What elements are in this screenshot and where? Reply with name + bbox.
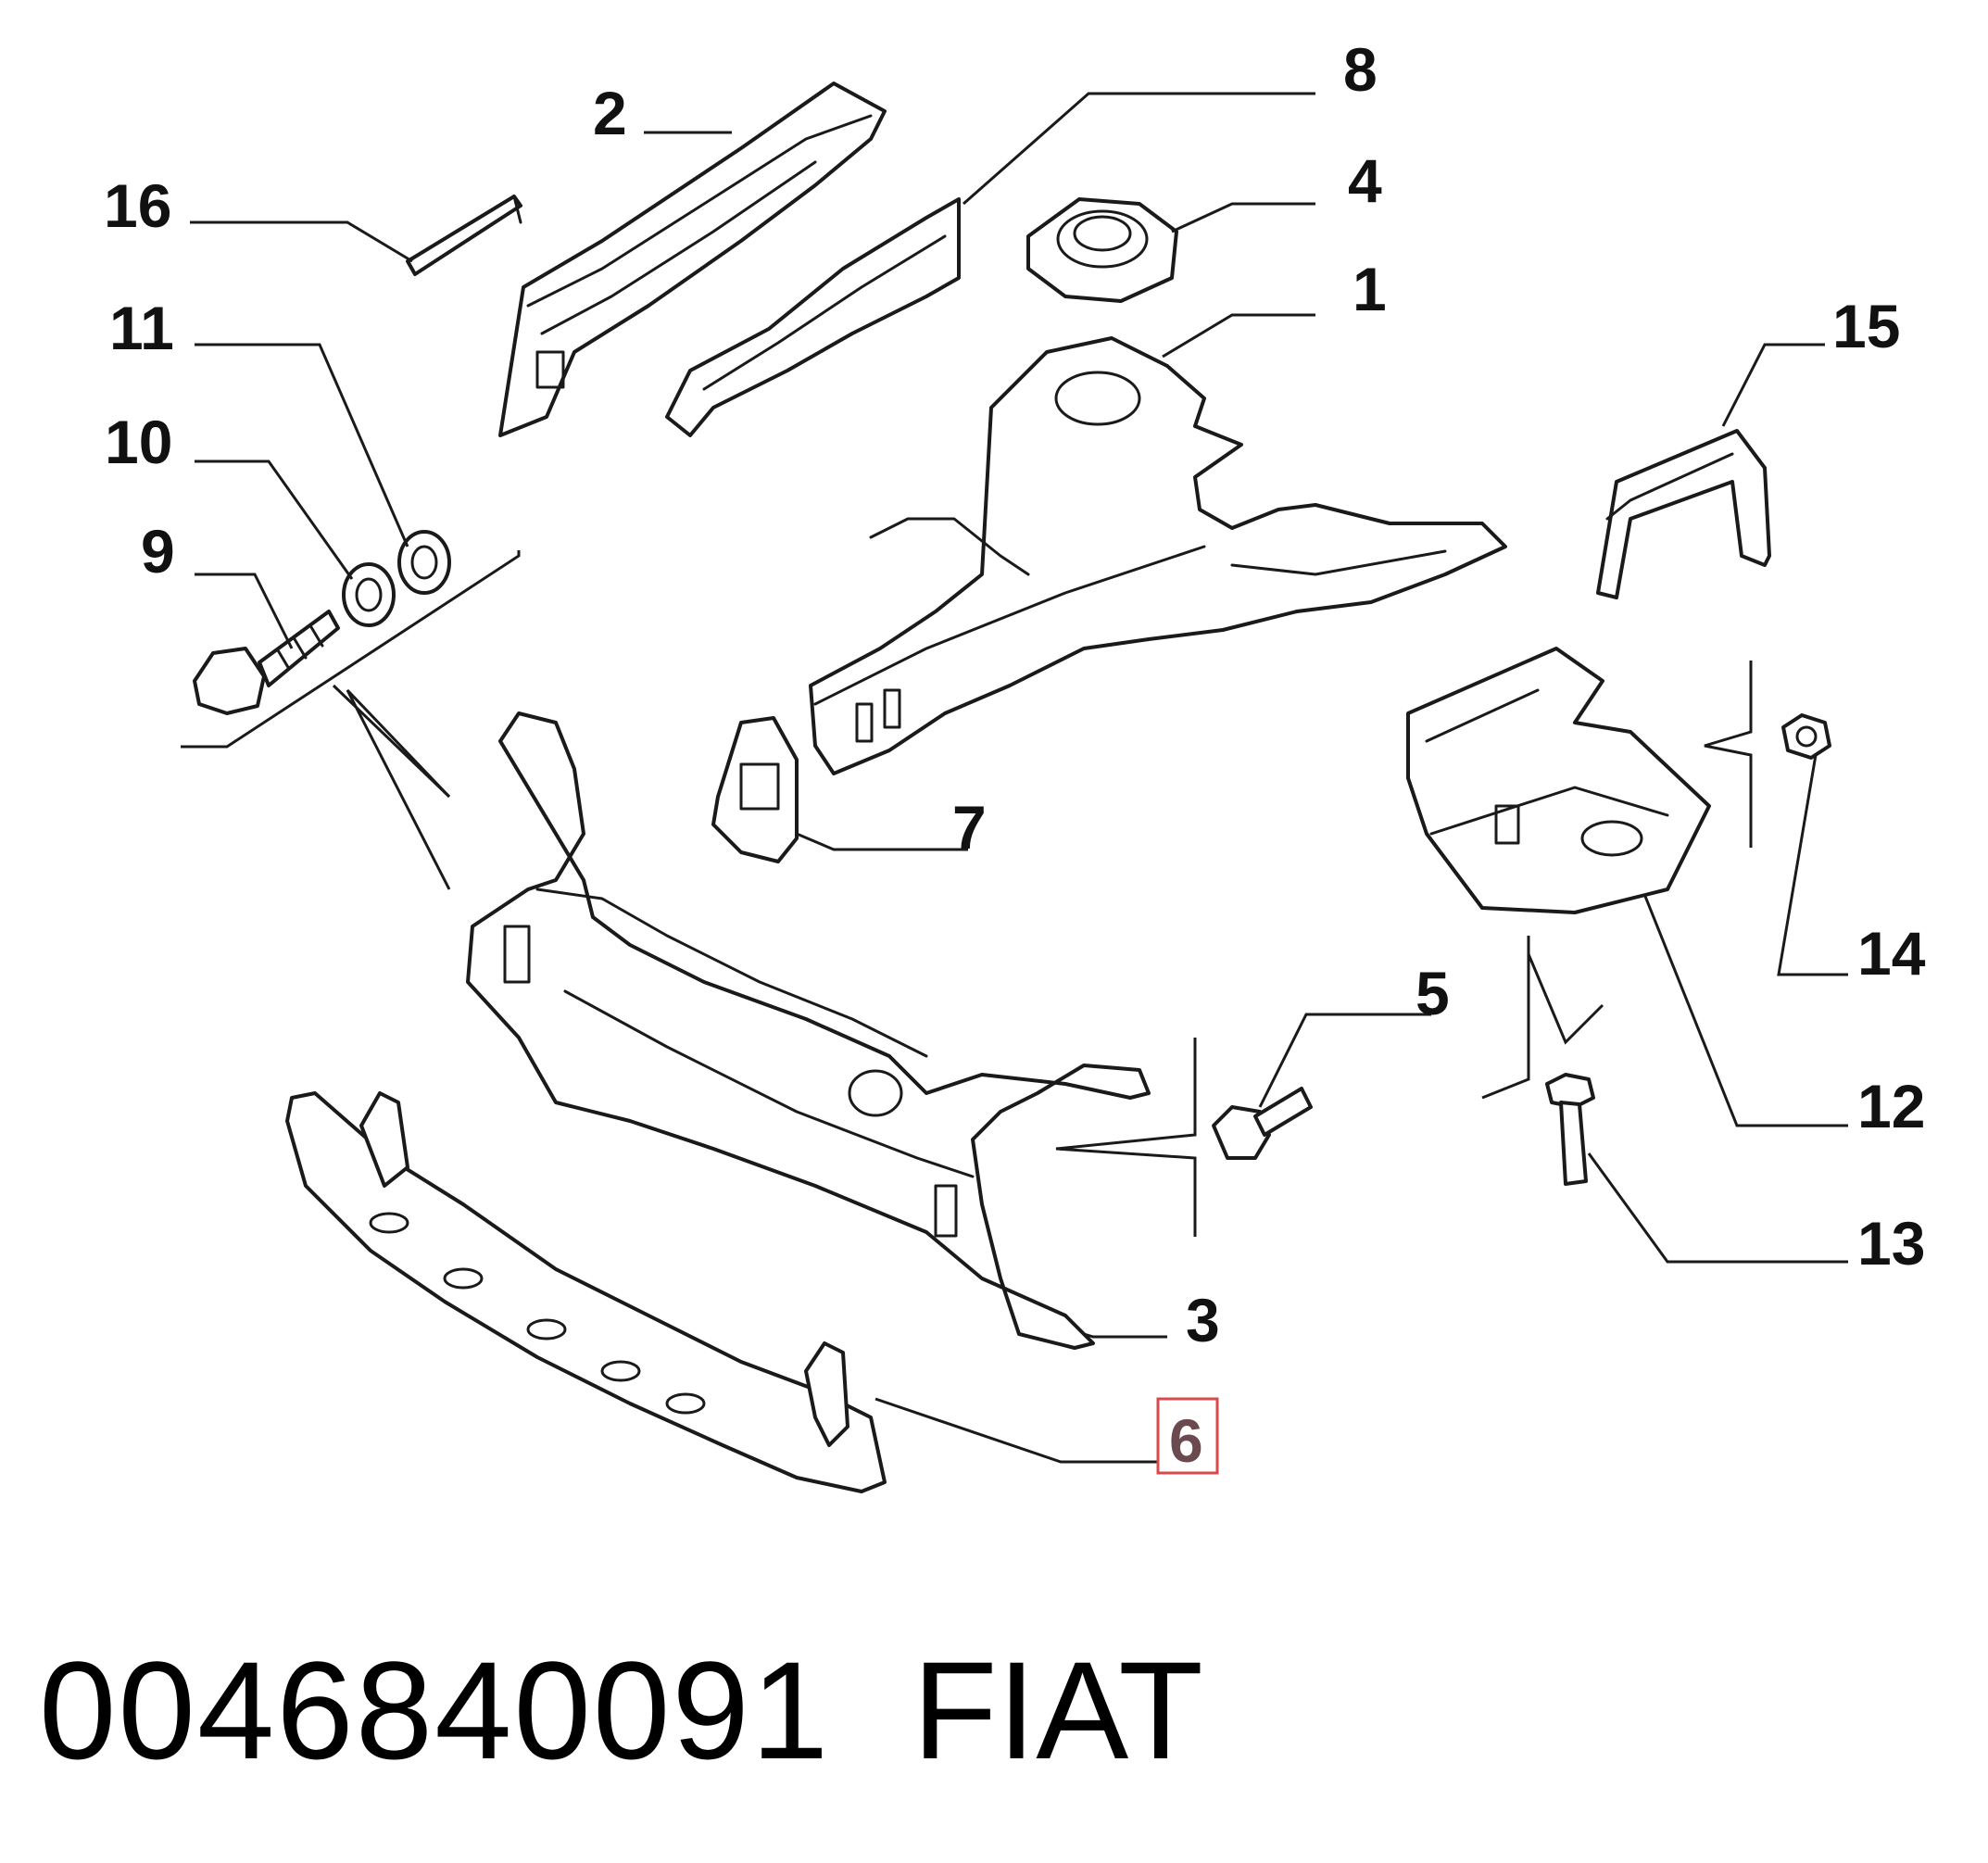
part-1-longitudinal-member [809,336,1507,775]
part-10-washer [342,562,396,627]
callout-11: 11 [109,294,174,362]
callout-2: 2 [593,79,627,147]
part-number: 0046840091 [39,1632,831,1788]
callout-7: 7 [952,793,987,862]
part-6-bumper-beam [285,1091,887,1493]
callout-labels: 2 8 16 4 1 15 11 10 9 7 14 5 12 13 3 [104,35,1926,1354]
callout-6-highlighted: 6 [1156,1397,1219,1475]
callout-1: 1 [1353,255,1387,323]
callout-3: 3 [1186,1286,1220,1354]
highlight-box [1156,1397,1219,1475]
part-14-nut [1781,713,1831,760]
part-8-long-bracket [665,197,961,437]
callout-4: 4 [1348,146,1382,215]
part-12-battery-tray [1406,647,1711,914]
callout-14: 14 [1857,919,1926,988]
callout-5: 5 [1416,959,1450,1027]
part-11-washer [397,530,451,595]
part-7-plate [711,716,799,863]
callout-6: 6 [1169,1406,1203,1475]
callout-13: 13 [1857,1209,1925,1278]
callout-16: 16 [104,171,171,240]
part-3-front-panel [466,711,1151,1350]
callout-12: 12 [1857,1072,1925,1140]
callout-10: 10 [105,408,172,476]
brand-name: FIAT [912,1632,1203,1788]
part-13-bolt [1545,1073,1595,1186]
part-4-strut-mount [1026,197,1178,303]
part-9-bolt [193,610,340,715]
part-16-strip [406,195,522,276]
leader-lines [181,92,1848,1464]
part-5-flange-bolt [1212,1087,1313,1160]
part-2-upper-rail [498,82,887,437]
callout-15: 15 [1832,292,1900,360]
part-15-u-bracket [1596,429,1771,599]
callout-8: 8 [1343,35,1378,104]
callout-9: 9 [141,517,175,585]
